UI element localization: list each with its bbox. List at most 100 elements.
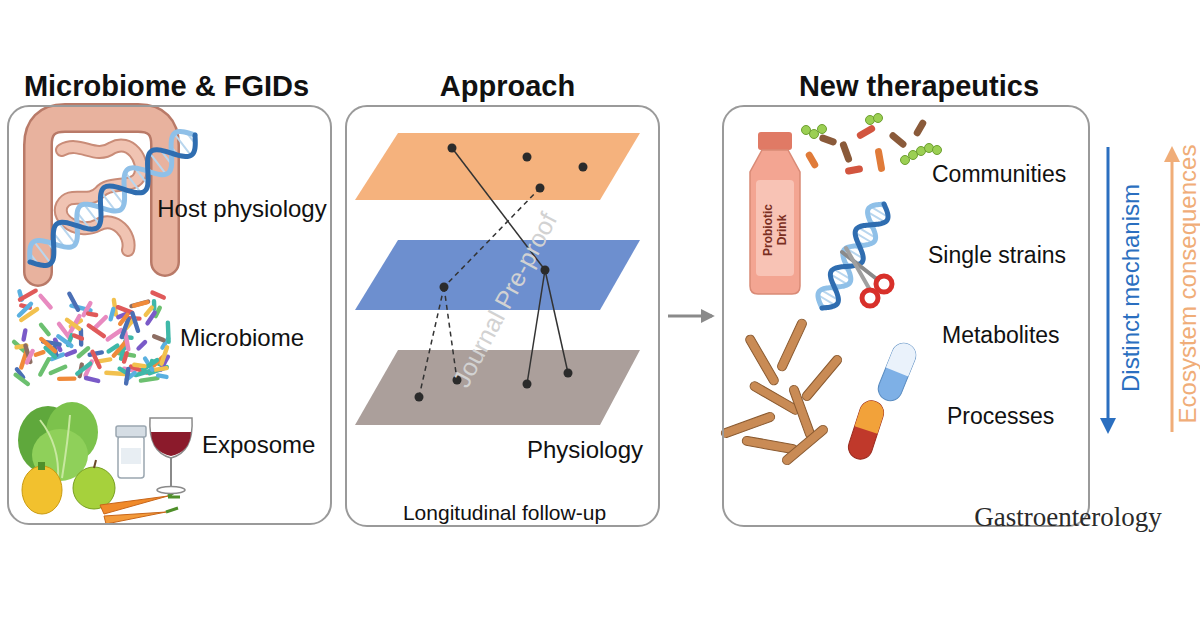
- distinct-mechanism-arrow: [1100, 147, 1116, 434]
- carrots: [100, 496, 168, 514]
- network-links: [452, 148, 545, 270]
- bacteria-community: [874, 148, 885, 173]
- network-dots: [523, 153, 532, 162]
- network-dots: [415, 144, 588, 402]
- bacteria-cloud: [38, 336, 58, 354]
- network-dots: [523, 380, 532, 389]
- panel-label: Physiology: [527, 435, 643, 464]
- panel-label: Single strains: [928, 241, 1066, 269]
- bacteria-community: [874, 114, 883, 123]
- bacteria-community: [802, 114, 942, 176]
- capsule: [886, 340, 919, 377]
- panel-heading: Approach: [330, 69, 685, 103]
- probiotic-bottle: [750, 132, 800, 294]
- bacteria-cloud: [153, 366, 169, 372]
- pepper: [22, 462, 62, 514]
- wine-glass: [157, 487, 185, 494]
- bacteria-cloud: [151, 333, 166, 343]
- probiotic-bottle: [756, 180, 794, 276]
- scissors: [842, 248, 892, 306]
- context-panel: Microbiome & FGIDsHost physiologyMicrobi…: [7, 105, 332, 525]
- bacteria-cloud: [21, 328, 28, 342]
- network-dots: [536, 184, 545, 193]
- bacteria-cloud: [37, 356, 51, 377]
- panel-label: Communities: [932, 160, 1066, 188]
- pill-bottle: [116, 426, 146, 478]
- panel-label: Exposome: [202, 430, 315, 459]
- bacteria-cloud: [37, 293, 53, 311]
- bacteria-cloud: [121, 350, 129, 364]
- bacteria-cloud: [150, 290, 167, 301]
- dna-helix: [818, 204, 888, 308]
- panel-label: Longitudinal follow-up: [347, 500, 662, 525]
- axis-label: Ecosystem consequences: [1174, 145, 1200, 424]
- network-dots: [415, 393, 424, 402]
- scissors: [862, 290, 878, 306]
- panel-label: Host physiology: [152, 193, 332, 224]
- capsule: [845, 398, 886, 462]
- pill-bottle: [116, 426, 146, 437]
- bacteria-community: [810, 130, 819, 139]
- bacteria-cloud: [66, 291, 81, 313]
- pill-bottle: [121, 448, 141, 464]
- apple: [73, 467, 115, 509]
- wine-glass: [170, 458, 172, 488]
- network-links: [419, 287, 444, 397]
- bacteria-cloud: [74, 361, 93, 377]
- bacterial-rods: [720, 411, 776, 439]
- panel-heading: Microbiome & FGIDs: [0, 69, 349, 103]
- network-links: [444, 287, 457, 380]
- bacteria-cloud: [132, 362, 147, 368]
- network-links: [444, 188, 540, 287]
- bacteria-cloud: [57, 376, 77, 381]
- bacteria-cloud: [13, 372, 31, 387]
- capsule: [855, 398, 887, 434]
- bacteria-cloud: [156, 373, 169, 380]
- bacteria-community: [912, 118, 927, 137]
- carrots: [100, 490, 180, 524]
- bacteria-cloud: [159, 345, 170, 367]
- network-links: [545, 270, 568, 373]
- network-dots: [579, 163, 588, 172]
- pepper: [22, 466, 62, 514]
- probiotic-bottle: [758, 132, 792, 150]
- bacteria-cloud: [106, 343, 121, 355]
- bacteria-cloud: [86, 322, 107, 339]
- bacteria-cloud: [64, 317, 83, 332]
- distinct-mechanism-arrow: [1107, 147, 1110, 420]
- bacteria-community: [845, 165, 864, 175]
- network-dots: [541, 266, 550, 275]
- pepper: [38, 462, 45, 470]
- bacteria-cloud: [129, 299, 151, 309]
- bacteria-community: [888, 131, 908, 149]
- scissors: [876, 276, 892, 292]
- bacterial-rods: [776, 318, 808, 373]
- ecosystem-arrow: [1171, 160, 1174, 432]
- network-dots: [453, 376, 462, 385]
- network-dots: [448, 144, 457, 153]
- bacteria-cloud: [33, 349, 46, 357]
- axis-label: Distinct mechanism: [1117, 184, 1145, 392]
- apple: [73, 460, 115, 509]
- bacteria-cloud: [90, 349, 103, 370]
- distinct-mechanism-arrow: [1100, 418, 1116, 434]
- bacteria-cloud: [166, 320, 171, 344]
- capsule: [875, 340, 920, 405]
- network-dots: [564, 369, 573, 378]
- wine-glass: [150, 418, 192, 494]
- bacteria-cloud: [16, 301, 34, 319]
- dna-helix: [822, 204, 888, 308]
- probiotic-bottle: [750, 150, 800, 294]
- bacteria-cloud: [55, 333, 74, 349]
- apple: [94, 460, 96, 468]
- bacteria-cloud: [124, 366, 131, 386]
- bacterial-rods: [720, 318, 843, 467]
- therapeutics-panel: New therapeuticsCommunitiesSingle strain…: [722, 105, 1090, 527]
- bacteria-cloud: [86, 311, 99, 317]
- ecosystem-arrow: [1164, 146, 1180, 162]
- bacteria-cloud: [11, 288, 171, 387]
- capsule: [845, 398, 886, 462]
- capsule: [875, 340, 920, 405]
